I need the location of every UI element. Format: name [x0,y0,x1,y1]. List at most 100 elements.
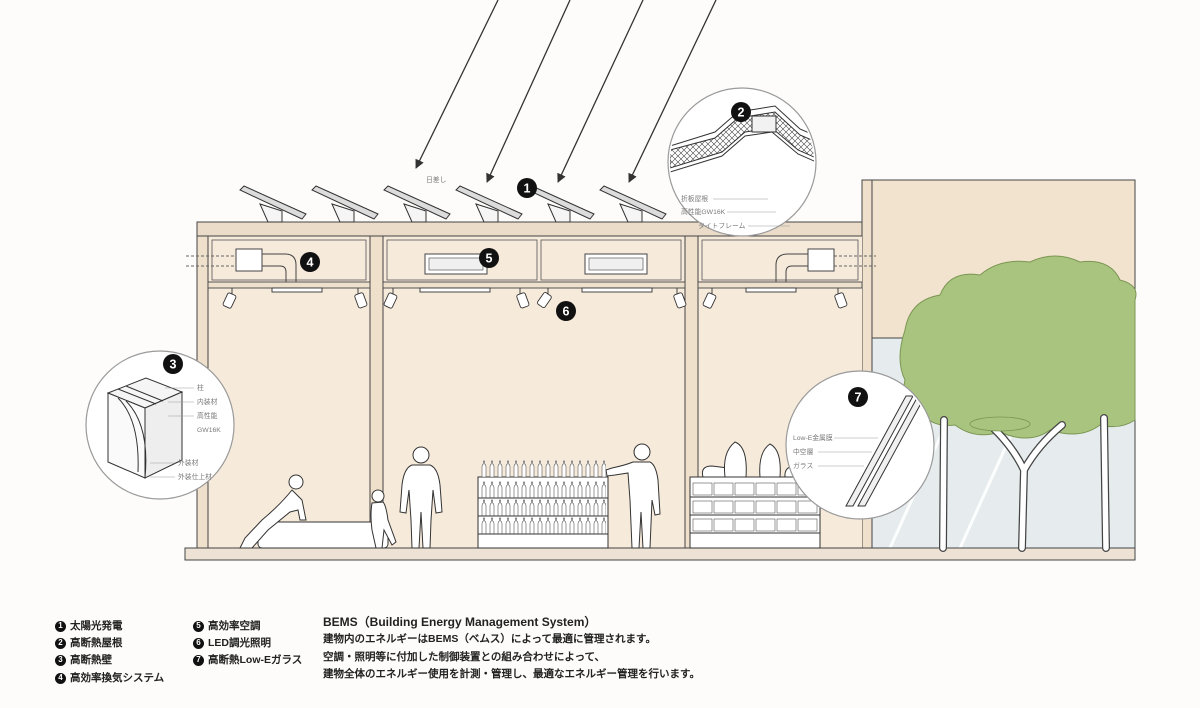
display-item [759,443,781,478]
marker-1: 1 [517,178,537,198]
number-markers: 1 2 3 4 5 6 7 [163,102,868,407]
solar-panel [599,185,667,223]
sun-rays [415,0,717,183]
marker-6-number: 6 [563,305,570,319]
marker-4: 4 [300,252,320,272]
led-lighting [222,287,848,309]
glass-label-lowe: Low-E金属膜 [793,433,833,442]
box-row [692,498,818,514]
ceiling-beam [382,281,686,289]
bottle-row [480,517,606,534]
tight-frame [670,131,814,173]
bems-title: BEMS（Building Energy Management System） [323,615,597,629]
legend-label: 太陽光発電 [70,620,123,632]
person-leaning [239,474,307,549]
box-row [692,480,818,496]
spotlight [673,288,687,309]
legend-label: 高断熱屋根 [70,637,123,649]
solar-panel [455,185,523,223]
sun-ray [486,0,571,183]
legend-number: 2 [55,637,66,649]
sun-ray [628,0,717,183]
sun-ray [415,0,499,169]
linear-light [271,287,323,293]
box-row [692,516,818,532]
legend-number: 6 [193,637,204,649]
sun-ray [557,0,644,183]
marker-5-number: 5 [486,252,493,266]
legend-label: 高効率換気システム [70,672,165,684]
ceiling-beam [697,281,863,289]
spotlight [354,288,368,309]
roof-label-insulation: 高性能GW16K [681,207,726,216]
solar-panel [239,185,307,223]
legend-item-wall: 3 高断熱壁 [55,653,112,667]
marker-2-number: 2 [738,106,745,120]
marker-7-number: 7 [855,391,862,405]
wall-detail-callout: 柱 内装材 高性能 GW16K 外装材 外装仕上材 [85,350,235,500]
legend-label: 高断熱Low-Eガラス [208,654,303,666]
ventilation-duct [262,253,297,282]
display-table [257,521,389,549]
wall-label-exterior-finish: 外装仕上材 [178,472,212,481]
legend-number: 1 [55,620,66,632]
legend-number: 5 [193,620,204,632]
legend-label: 高効率空調 [208,620,261,632]
wall-insulation-layer [117,397,147,479]
person-reaching [605,443,661,549]
spotlight [516,288,530,309]
spotlight [383,288,398,309]
legend-number: 3 [55,654,66,666]
glass-label-air-layer: 中空層 [793,447,814,456]
wall-label-interior: 内装材 [197,397,218,406]
marker-5: 5 [479,248,499,268]
legend-label: 高断熱壁 [70,654,112,666]
ventilation-unit [807,248,835,272]
ceiling-plenum [386,239,538,281]
ceiling-plenum [540,239,682,281]
floor-slab [184,547,1136,561]
people [239,443,661,549]
bems-line: 建物全体のエネルギー使用を計測・管理し、最適なエネルギー管理を行います。 [323,668,700,680]
marker-6: 6 [556,301,576,321]
roof-slab [196,221,863,237]
solar-panel [383,185,451,223]
legend-number: 7 [193,654,204,666]
legend-item-air-conditioning: 5 高効率空調 [193,619,261,633]
linear-light [745,287,797,293]
legend-item-ventilation: 4 高効率換気システム [55,671,164,685]
legend-item-lighting: 6 LED調光照明 [193,636,271,650]
person-sitting [370,489,397,549]
bottle-row [480,481,606,498]
ceiling-plenum [701,239,859,281]
roof-label-frame: タイトフレーム [698,221,746,230]
ceiling-plenum [211,239,367,281]
bottle-row [480,460,606,477]
roof-detail-callout: 折板屋根 高性能GW16K タイトフレーム [667,87,817,237]
legend-item-glass: 7 高断熱Low-Eガラス [193,653,302,667]
legend-label: LED調光照明 [208,637,271,649]
display-item [724,441,747,478]
solar-panel [311,185,379,223]
person-standing [399,446,443,549]
spotlight [702,288,717,309]
tree-trunk-fill [940,415,1109,551]
ventilation-duct [775,253,808,282]
ventilation-system [186,248,876,282]
bems-description: BEMS（Building Energy Management System） … [323,614,700,684]
sunlight-label: 日差し [426,175,447,184]
glass-detail-callout: Low-E金属膜 中空層 ガラス [785,370,935,520]
bems-line: 建物内のエネルギーはBEMS（ベムス）によって最適に管理されます。 [323,633,656,645]
legend-number: 4 [55,672,66,684]
wall-label-insulation: 高性能 [197,411,218,420]
marker-1-number: 1 [524,182,531,196]
marker-3-number: 3 [170,358,177,372]
bems-line: 空調・照明等に付加した制御装置との組み合わせによって、 [323,650,606,663]
marker-7: 7 [848,387,868,407]
tree [899,255,1137,552]
marker-4-number: 4 [307,256,314,270]
ceiling-beam [207,281,371,289]
marker-2: 2 [731,102,751,122]
spotlight [537,288,552,309]
linear-light [581,287,653,293]
